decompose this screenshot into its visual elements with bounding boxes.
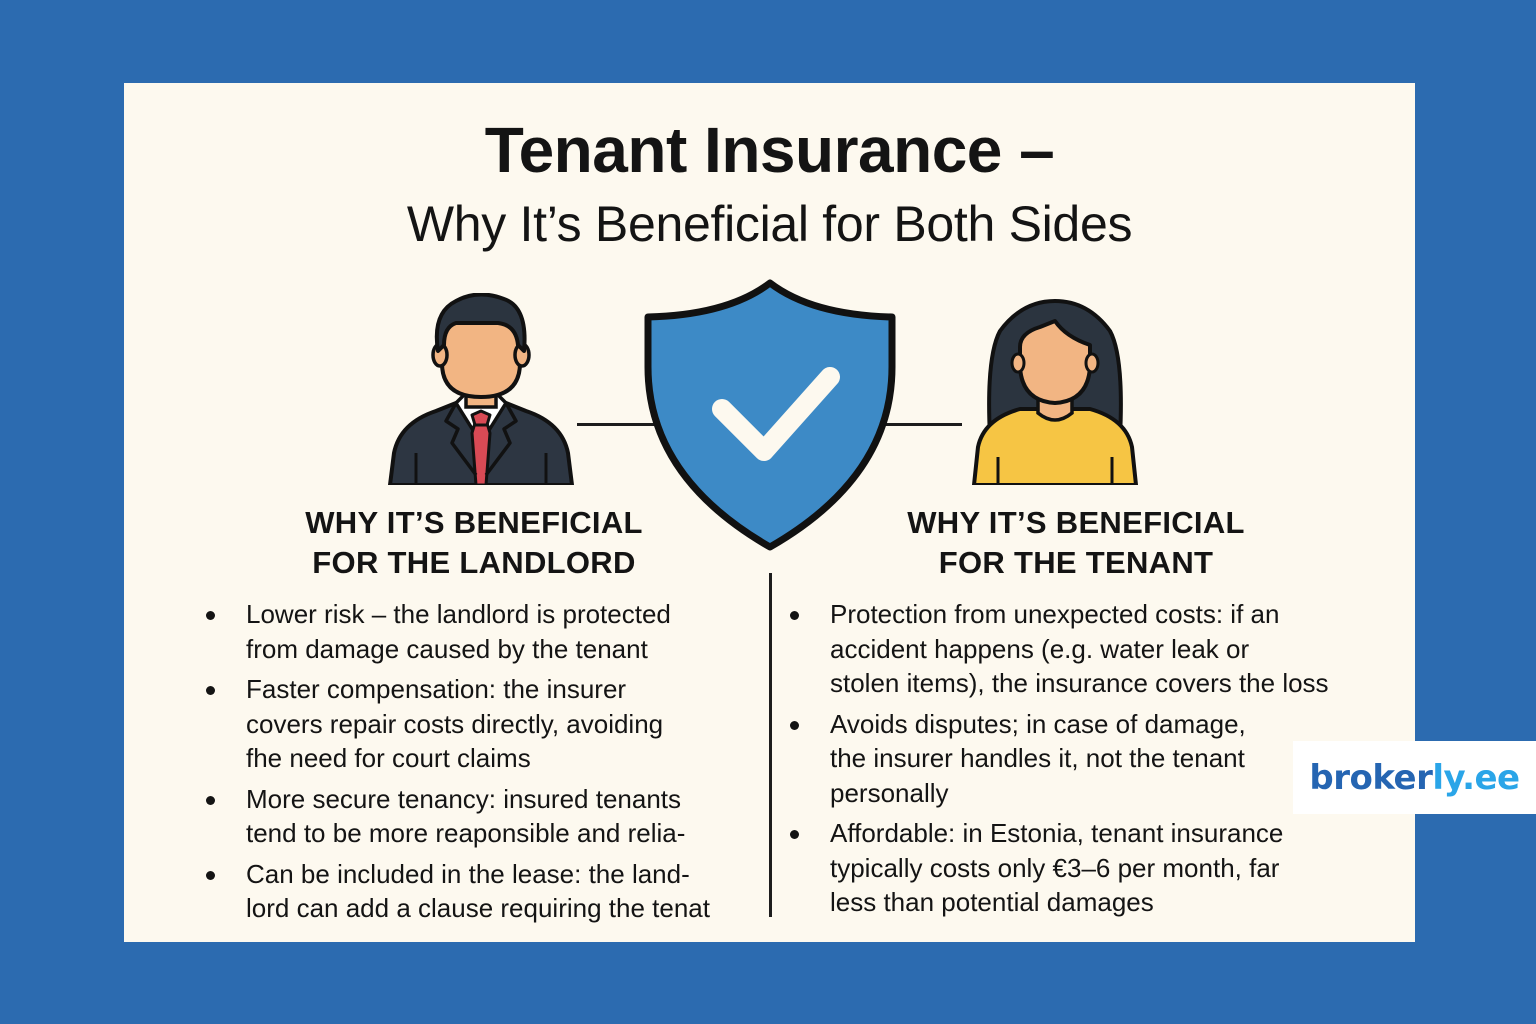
list-item-text: stolen items), the insurance covers the … <box>830 668 1329 698</box>
logo-part-light: ly.ee <box>1432 757 1520 798</box>
list-item-text: lord can add a clause requiring the tena… <box>246 893 710 923</box>
list-item: Avoids disputes; in case of damage, the … <box>784 707 1384 811</box>
brokerly-logo[interactable]: brokerly.ee <box>1293 741 1536 814</box>
list-item-text: Faster compensation: the insurer <box>246 674 627 704</box>
connector-line-left <box>577 423 672 426</box>
list-item-text: personally <box>830 777 949 808</box>
businessman-avatar-icon <box>388 293 574 485</box>
tenant-heading-line1: WHY IT’S BENEFICIAL <box>907 505 1245 540</box>
tenant-heading: WHY IT’S BENEFICIAL FOR THE TENANT <box>876 503 1276 583</box>
list-item: Can be included in the lease: the land- … <box>200 857 760 926</box>
list-item-text: from damage caused by the tenant <box>246 633 648 664</box>
center-divider <box>769 573 772 917</box>
woman-avatar-icon <box>972 299 1138 485</box>
list-item-text: less than potential damages <box>830 887 1154 917</box>
list-item-text: covers repair costs directly, avoiding <box>246 708 664 739</box>
landlord-heading-line1: WHY IT’S BENEFICIAL <box>305 505 643 540</box>
list-item: Faster compensation: the insurer covers … <box>200 672 760 776</box>
list-item-text: accident happens (e.g. water leak or <box>830 633 1250 664</box>
list-item-text: Avoids disputes; in case of damage, <box>830 708 1246 739</box>
landlord-benefits-list: Lower risk – the landlord is protected f… <box>200 597 760 932</box>
list-item-text: More secure tenancy: insured tenants <box>246 783 682 814</box>
list-item-text: Can be included in the lease: the land- <box>246 858 690 889</box>
list-item-text: Affordable: in Estonia, tenant insurance <box>830 818 1284 848</box>
shield-check-icon <box>644 279 896 551</box>
landlord-heading: WHY IT’S BENEFICIAL FOR THE LANDLORD <box>274 503 674 583</box>
list-item: Lower risk – the landlord is protected f… <box>200 597 760 666</box>
infographic-card: Tenant Insurance – Why It’s Beneficial f… <box>124 83 1415 942</box>
list-item-text: fhe need for court claims <box>246 743 531 773</box>
list-item: Protection from unexpected costs: if an … <box>784 597 1384 701</box>
landlord-heading-line2: FOR THE LANDLORD <box>312 545 636 580</box>
page-subtitle: Why It’s Beneficial for Both Sides <box>406 196 1133 252</box>
logo-wordmark: brokerly.ee <box>1309 757 1520 798</box>
tenant-heading-line2: FOR THE TENANT <box>938 545 1214 580</box>
list-item-text: the insurer handles it, not the tenant <box>830 743 1245 773</box>
list-item-text: typically costs only €3–6 per month, far <box>830 852 1280 883</box>
list-item-text: Protection from unexpected costs: if an <box>830 599 1280 629</box>
page-title: Tenant Insurance – <box>484 114 1055 186</box>
tenant-benefits-list: Protection from unexpected costs: if an … <box>784 597 1384 926</box>
list-item: Affordable: in Estonia, tenant insurance… <box>784 816 1384 920</box>
list-item-text: Lower risk – the landlord is protected <box>246 599 671 629</box>
connector-line-right <box>884 423 962 426</box>
list-item-text: tend to be more reaponsible and relia- <box>246 818 686 848</box>
list-item: More secure tenancy: insured tenants ten… <box>200 782 760 851</box>
logo-part-dark: broker <box>1309 757 1433 798</box>
